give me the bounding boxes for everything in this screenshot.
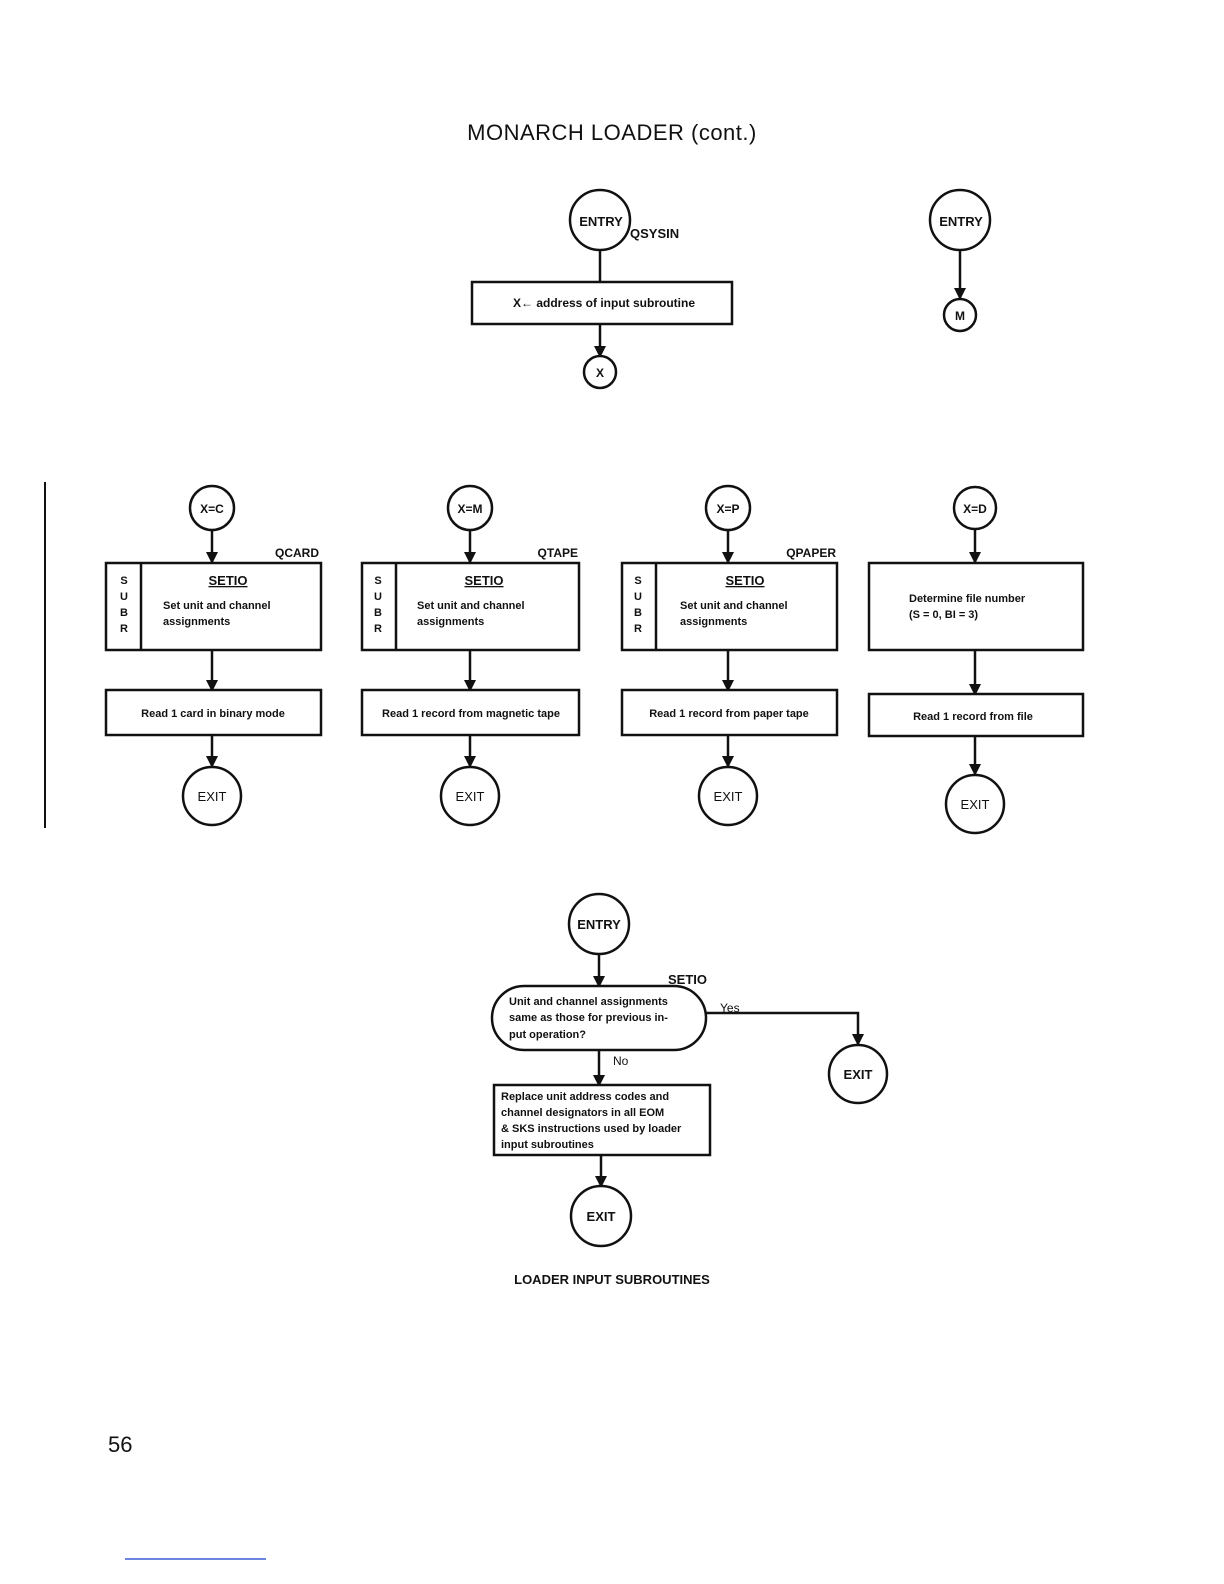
column-qtape: X=M QTAPE S U B R SETIO Set unit and cha… xyxy=(360,484,581,827)
process-label: Read 1 card in binary mode xyxy=(141,708,285,720)
exit-label: EXIT xyxy=(587,1209,616,1224)
entry-tag: QSYSIN xyxy=(630,226,679,241)
entry-label: ENTRY xyxy=(577,917,621,932)
subr-name: SETIO xyxy=(208,573,247,588)
entry-label: ENTRY xyxy=(939,214,983,229)
subr-letter: U xyxy=(120,591,128,603)
subroutine-tag: QPAPER xyxy=(786,546,836,560)
exit-label: EXIT xyxy=(714,789,743,804)
entry-terminal xyxy=(928,188,992,252)
subr-letter: U xyxy=(374,591,382,603)
process-box xyxy=(867,561,1085,652)
exit-terminal-no xyxy=(569,1184,633,1248)
process-box xyxy=(104,688,323,737)
no-label: No xyxy=(613,1054,629,1068)
exit-label: EXIT xyxy=(198,789,227,804)
connector-x xyxy=(582,354,618,390)
connector-label: X=M xyxy=(457,502,482,516)
process-box xyxy=(470,280,734,326)
entry-label: ENTRY xyxy=(579,214,623,229)
figure-caption: LOADER INPUT SUBROUTINES xyxy=(514,1272,710,1287)
process-label: X← address of input subroutine xyxy=(513,296,695,310)
connector-label: M xyxy=(955,309,965,323)
process-line: input subroutines xyxy=(501,1139,594,1151)
subr-name: SETIO xyxy=(725,573,764,588)
column-qpaper: X=P QPAPER S U B R SETIO Set unit and ch… xyxy=(620,484,839,827)
desc-line2: (S = 0, BI = 3) xyxy=(909,609,978,621)
yes-label: Yes xyxy=(720,1001,740,1015)
process-box xyxy=(867,692,1085,738)
subr-desc-line1: Set unit and channel xyxy=(680,600,788,612)
top-right-flow: ENTRY M xyxy=(928,188,992,333)
subr-letter: S xyxy=(634,575,641,587)
exit-terminal xyxy=(439,765,501,827)
subroutine-box xyxy=(620,561,839,652)
process-label: Read 1 record from magnetic tape xyxy=(382,708,560,720)
decision-line: put operation? xyxy=(509,1029,586,1041)
exit-label: EXIT xyxy=(844,1067,873,1082)
subr-desc-line2: assignments xyxy=(417,616,484,628)
column-file: X=D Determine file number (S = 0, BI = 3… xyxy=(867,485,1085,835)
exit-terminal xyxy=(181,765,243,827)
exit-label: EXIT xyxy=(456,789,485,804)
process-line: Replace unit address codes and xyxy=(501,1091,669,1103)
subr-letter: S xyxy=(120,575,127,587)
process-line: & SKS instructions used by loader xyxy=(501,1123,682,1135)
subr-desc-line1: Set unit and channel xyxy=(417,600,525,612)
subr-desc-line2: assignments xyxy=(680,616,747,628)
process-box xyxy=(620,688,839,737)
subr-letter: U xyxy=(634,591,642,603)
exit-terminal-yes xyxy=(827,1043,889,1105)
connector-m xyxy=(942,297,978,333)
connector-label: X xyxy=(596,366,604,380)
process-label: Read 1 record from file xyxy=(913,711,1033,723)
yes-branch-line xyxy=(706,1011,864,1046)
exit-terminal xyxy=(697,765,759,827)
top-left-flow: ENTRY QSYSIN X← address of input subrout… xyxy=(470,188,734,390)
decision-line: Unit and channel assignments xyxy=(509,996,668,1008)
subr-desc-line1: Set unit and channel xyxy=(163,600,271,612)
process-box xyxy=(360,688,581,737)
subroutine-tag: QCARD xyxy=(275,546,319,560)
subr-desc-line2: assignments xyxy=(163,616,230,628)
subr-letter: R xyxy=(634,623,642,635)
subr-letter: B xyxy=(634,607,642,619)
subr-name: SETIO xyxy=(464,573,503,588)
page-title: MONARCH LOADER (cont.) xyxy=(467,120,757,145)
process-line: channel designators in all EOM xyxy=(501,1107,664,1119)
exit-terminal xyxy=(944,773,1006,835)
subroutine-box xyxy=(360,561,581,652)
exit-label: EXIT xyxy=(961,797,990,812)
connector-label: X=C xyxy=(200,502,224,516)
connector-label: X=D xyxy=(963,502,987,516)
process-label: Read 1 record from paper tape xyxy=(649,708,809,720)
subr-letter: B xyxy=(120,607,128,619)
setio-flow: ENTRY SETIO Unit and channel assignments… xyxy=(490,892,889,1248)
column-qcard: X=C QCARD S U B R SETIO Set unit and cha… xyxy=(104,484,323,827)
subroutine-tag: QTAPE xyxy=(538,546,578,560)
subr-letter: B xyxy=(374,607,382,619)
decision-line: same as those for previous in- xyxy=(509,1012,668,1024)
entry-terminal xyxy=(568,188,632,252)
subr-letter: R xyxy=(120,623,128,635)
connector-label: X=P xyxy=(716,502,739,516)
desc-line1: Determine file number xyxy=(909,593,1026,605)
page-number: 56 xyxy=(108,1432,133,1457)
subr-letter: R xyxy=(374,623,382,635)
subr-letter: S xyxy=(374,575,381,587)
setio-tag: SETIO xyxy=(668,972,707,987)
